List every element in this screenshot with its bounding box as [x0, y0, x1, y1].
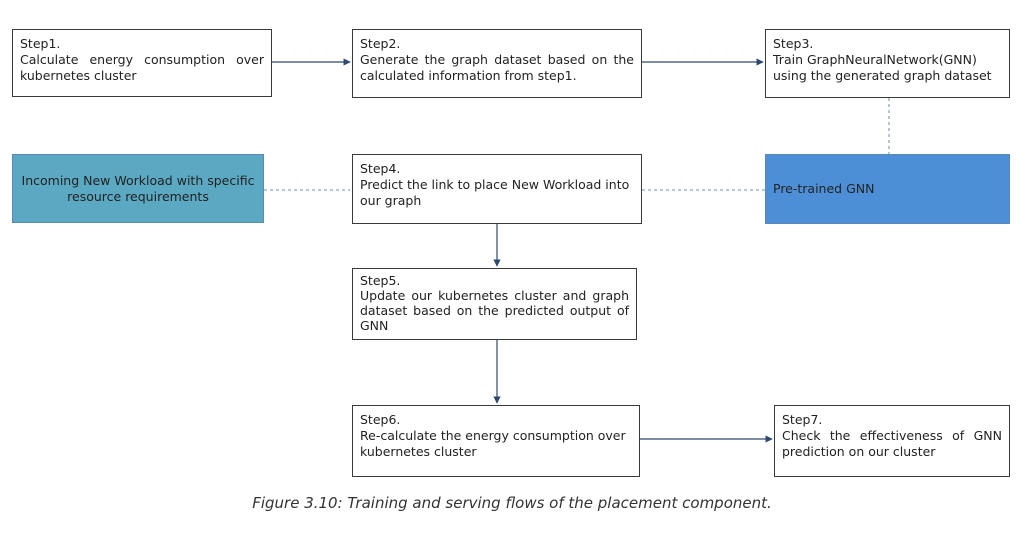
step1-text: Calculate energy consumption over kubern…: [20, 52, 264, 83]
step7-box: Step7. Check the effectiveness of GNN pr…: [774, 405, 1010, 477]
incoming-workload-box: Incoming New Workload with specific reso…: [12, 154, 264, 223]
step1-label: Step1.: [20, 36, 61, 51]
step3-label: Step3.: [773, 36, 814, 51]
step2-box: Step2. Generate the graph dataset based …: [352, 29, 642, 98]
step4-label: Step4.: [360, 161, 401, 176]
step6-text: Re-calculate the energy consumption over…: [360, 428, 626, 459]
incoming-workload-text: Incoming New Workload with specific reso…: [21, 172, 255, 204]
step6-label: Step6.: [360, 412, 401, 427]
step4-text: Predict the link to place New Workload i…: [360, 177, 630, 208]
figure-caption: Figure 3.10: Training and serving flows …: [252, 494, 772, 512]
pretrained-gnn-box: Pre-trained GNN: [765, 154, 1010, 224]
step6-box: Step6. Re-calculate the energy consumpti…: [352, 405, 640, 477]
step5-label: Step5.: [360, 273, 401, 288]
step4-box: Step4. Predict the link to place New Wor…: [352, 154, 642, 224]
step2-label: Step2.: [360, 36, 401, 51]
step1-box: Step1. Calculate energy consumption over…: [12, 29, 272, 97]
step3-box: Step3. Train GraphNeuralNetwork(GNN) usi…: [765, 29, 1010, 98]
step7-label: Step7.: [782, 412, 823, 427]
step5-text: Update our kubernetes cluster and graph …: [360, 288, 629, 333]
step5-box: Step5. Update our kubernetes cluster and…: [352, 268, 637, 340]
step2-text: Generate the graph dataset based on the …: [360, 52, 634, 83]
step3-text: Train GraphNeuralNetwork(GNN) using the …: [773, 52, 992, 83]
pretrained-gnn-text: Pre-trained GNN: [773, 181, 875, 196]
step7-text: Check the effectiveness of GNN predictio…: [782, 428, 1002, 459]
